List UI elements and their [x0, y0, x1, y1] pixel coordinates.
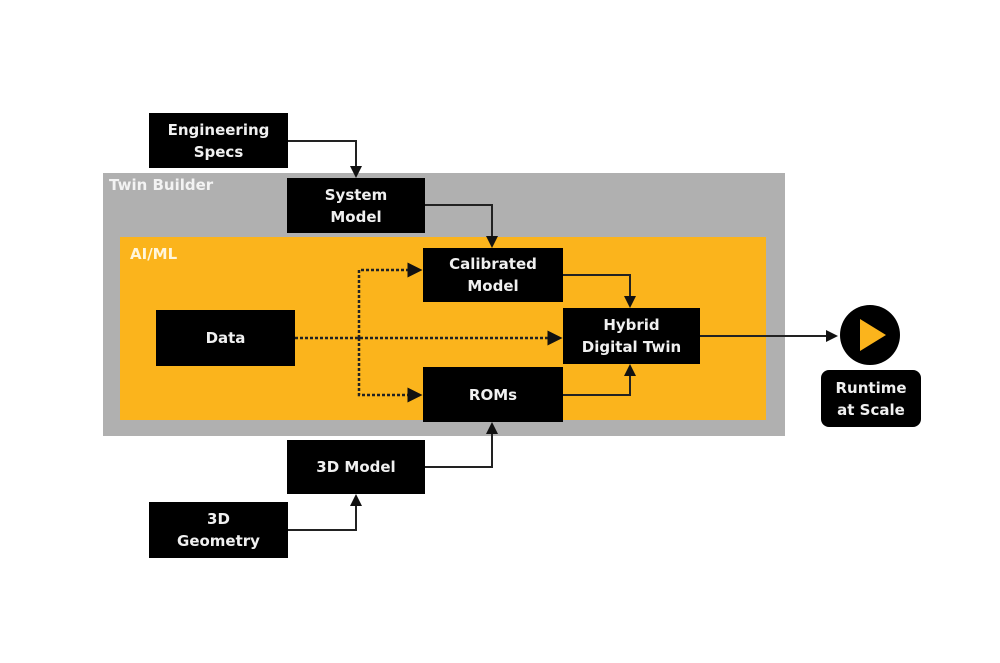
node-engineering-specs: Engineering Specs	[149, 113, 288, 168]
edge-roms-to-hybrid	[563, 364, 636, 396]
aiml-label: AI/ML	[130, 245, 178, 263]
play-triangle	[860, 319, 886, 351]
edge-geometry-to-3dmodel	[288, 494, 362, 531]
twin-builder-label: Twin Builder	[109, 176, 214, 194]
node-3d-geometry: 3D Geometry	[149, 502, 288, 558]
edge-data-to-calibrated	[357, 262, 423, 338]
edge-specs-to-system	[288, 140, 362, 178]
node-label: Data	[205, 329, 246, 347]
node-calibrated-model: Calibrated Model	[423, 248, 563, 302]
node-label: Hybrid Digital Twin	[581, 316, 682, 356]
node-label: System Model	[324, 185, 388, 226]
node-label: ROMs	[468, 385, 518, 404]
edge-3dmodel-to-roms	[425, 422, 498, 468]
node-label: 3D Geometry	[177, 510, 260, 550]
node-3d-model: 3D Model	[287, 440, 425, 494]
play-icon	[840, 305, 900, 365]
node-label: 3D Model	[316, 458, 396, 476]
node-system-model: System Model	[287, 178, 425, 233]
node-roms: ROMs	[423, 367, 563, 422]
edge-data-to-roms	[357, 338, 423, 403]
node-runtime-at-scale: Runtime at Scale	[821, 370, 921, 427]
node-label: Runtime at Scale	[835, 378, 907, 419]
node-hybrid-digital-twin: Hybrid Digital Twin	[563, 308, 700, 364]
edge-system-to-calibrated	[425, 204, 498, 248]
edge-calibrated-to-hybrid	[563, 274, 636, 308]
node-label: Calibrated Model	[449, 255, 537, 295]
node-data: Data	[156, 310, 295, 366]
node-label: Engineering Specs	[167, 120, 270, 161]
